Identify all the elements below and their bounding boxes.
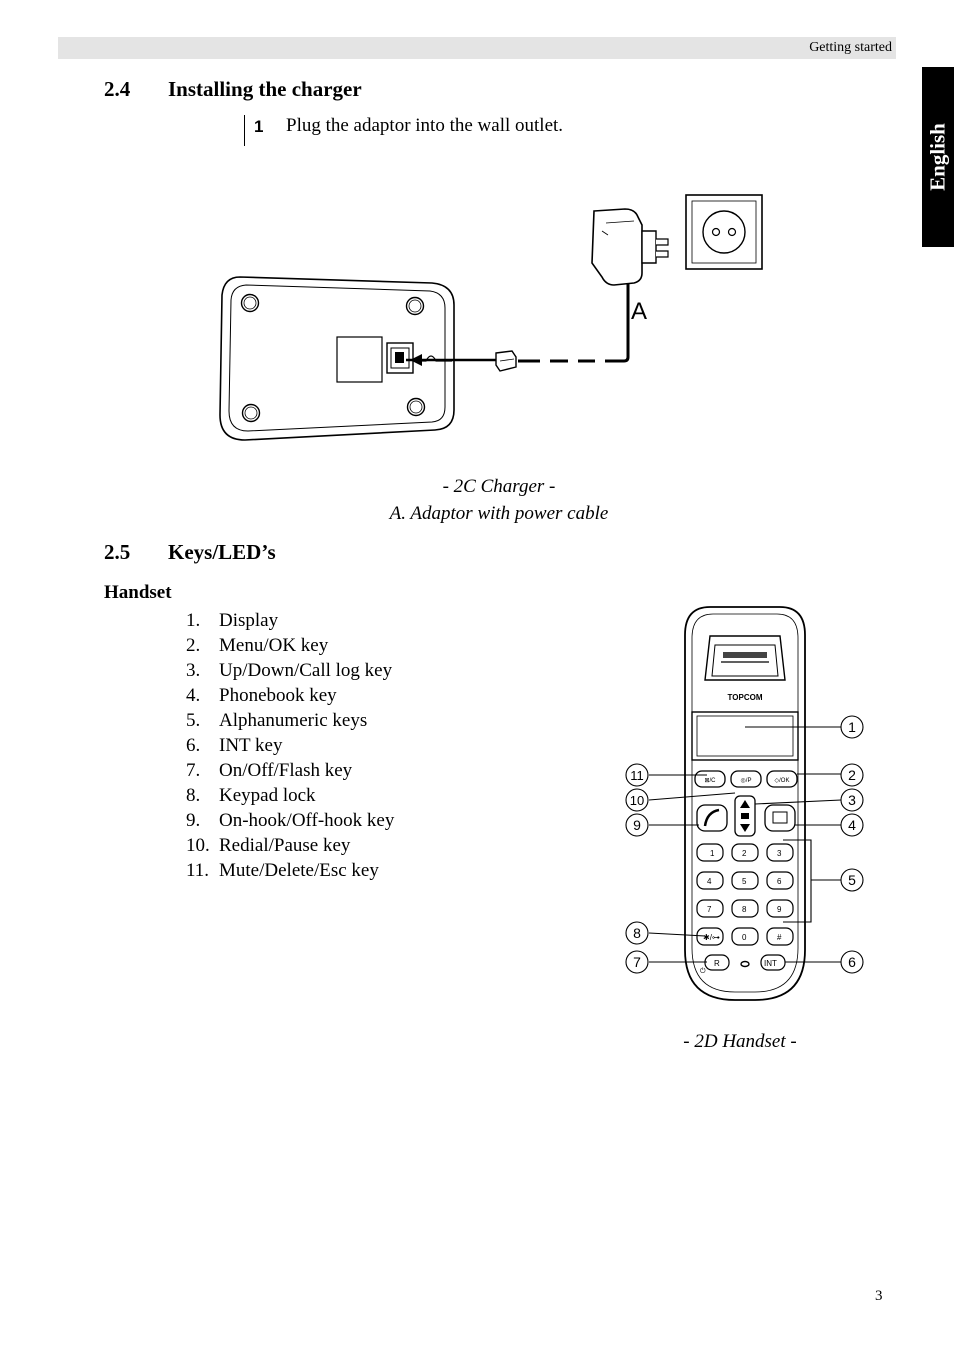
- svg-text:◎/P: ◎/P: [741, 778, 752, 784]
- key-r-label: R: [714, 959, 720, 968]
- section-title: Installing the charger: [168, 77, 362, 101]
- svg-text:⊠/C: ⊠/C: [704, 778, 716, 784]
- header-section-title: Getting started: [809, 40, 892, 55]
- key-3-label: 3: [777, 849, 782, 858]
- svg-text:◇/OK: ◇/OK: [775, 778, 790, 784]
- step-marker-bar: [244, 115, 245, 146]
- callout-7: 7: [633, 954, 641, 970]
- callout-3: 3: [848, 792, 856, 808]
- key-2-label: 2: [742, 849, 747, 858]
- callout-5: 5: [848, 872, 856, 888]
- callout-6: 6: [848, 954, 856, 970]
- language-tab: English: [922, 67, 954, 247]
- svg-text:✱/⊶: ✱/⊶: [703, 933, 720, 942]
- list-item: 9.On-hook/Off-hook key: [186, 810, 395, 831]
- key-1-label: 1: [710, 849, 715, 858]
- callout-9: 9: [633, 817, 641, 833]
- callout-1: 1: [848, 719, 856, 735]
- list-item: 8.Keypad lock: [186, 785, 316, 806]
- key-9-label: 9: [777, 905, 782, 914]
- list-item: 6.INT key: [186, 735, 283, 756]
- figure-2c-caption: - 2C Charger -: [442, 476, 556, 497]
- section-number: 2.5: [104, 540, 131, 564]
- page-header-bar: Getting started: [58, 37, 896, 59]
- section-title: Keys/LED’s: [168, 540, 276, 564]
- list-item: 3.Up/Down/Call log key: [186, 660, 393, 681]
- figure-label-a: A: [631, 298, 647, 325]
- brand-logo-text: TOPCOM: [728, 693, 763, 702]
- figure-2d-caption: - 2D Handset -: [683, 1031, 797, 1052]
- list-item: 5.Alphanumeric keys: [186, 710, 368, 731]
- list-item: 2.Menu/OK key: [186, 635, 329, 656]
- list-item: 7.On/Off/Flash key: [186, 760, 353, 781]
- callout-4: 4: [848, 817, 856, 833]
- callout-11: 11: [630, 768, 644, 783]
- handset-illustration: TOPCOM ⊠/C ◎/P ◇/OK 1 2 3 4 5 6 7 8 9: [625, 606, 864, 1001]
- callout-8: 8: [633, 925, 641, 941]
- key-7-label: 7: [707, 905, 712, 914]
- key-hash-label: #: [777, 933, 782, 942]
- list-item: 4.Phonebook key: [186, 685, 337, 706]
- list-item: 1.Display: [186, 610, 279, 631]
- list-item: 10.Redial/Pause key: [186, 835, 351, 856]
- key-6-label: 6: [777, 877, 782, 886]
- key-int-label: INT: [764, 959, 777, 968]
- key-5-label: 5: [742, 877, 747, 886]
- svg-text:⏻: ⏻: [700, 967, 706, 975]
- handset-subheading: Handset: [104, 582, 172, 603]
- charger-illustration: A: [219, 194, 763, 441]
- key-8-label: 8: [742, 905, 747, 914]
- key-0-label: 0: [742, 933, 747, 942]
- callout-2: 2: [848, 767, 856, 783]
- key-4-label: 4: [707, 877, 712, 886]
- step-text: Plug the adaptor into the wall outlet.: [286, 115, 564, 136]
- handset-key-list: 1.Display 2.Menu/OK key 3.Up/Down/Call l…: [186, 608, 394, 883]
- list-item: 11.Mute/Delete/Esc key: [186, 860, 379, 881]
- language-tab-label: English: [925, 123, 950, 191]
- page-number: 3: [875, 1288, 883, 1304]
- figure-2c-subcaption: A. Adaptor with power cable: [389, 503, 609, 524]
- section-number: 2.4: [104, 77, 131, 101]
- callout-10: 10: [630, 793, 644, 808]
- step-number: 1: [254, 117, 264, 136]
